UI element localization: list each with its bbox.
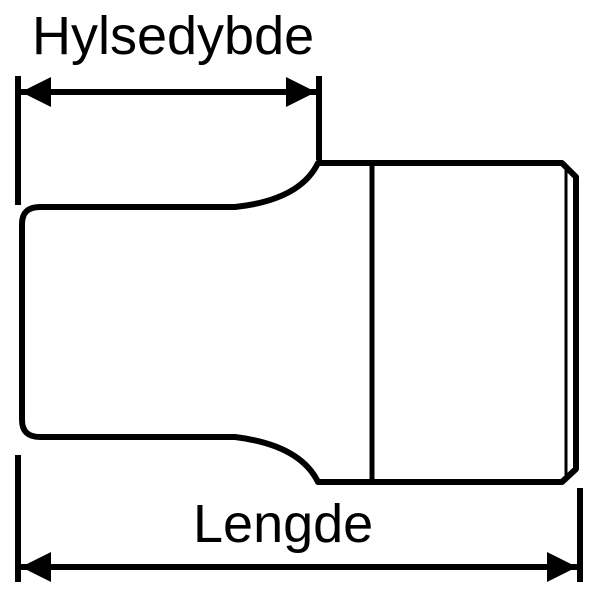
- socket-depth-label: Hylsedybde: [32, 6, 314, 66]
- socket-body-outline: [19, 160, 579, 485]
- length-label: Lengde: [193, 494, 373, 554]
